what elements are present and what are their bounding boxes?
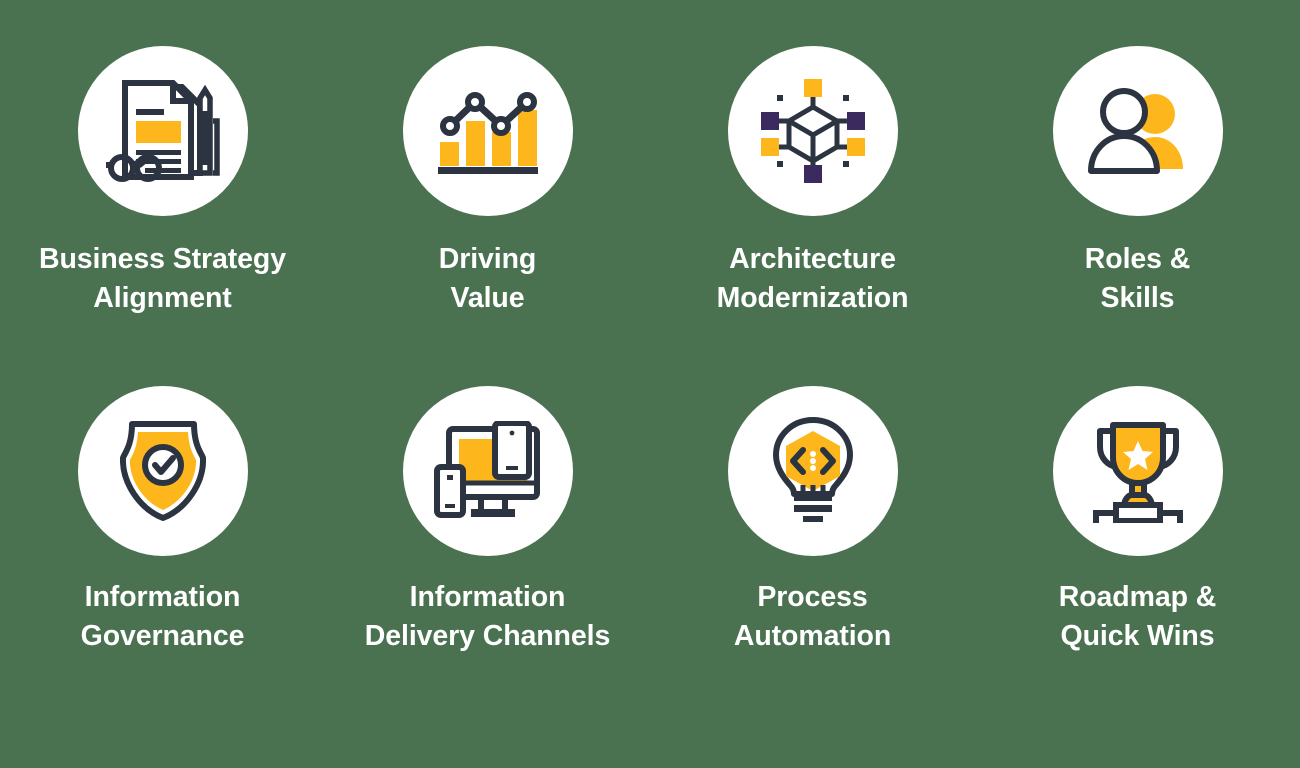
capability-card-roles-skills[interactable]: Roles & Skills	[975, 46, 1300, 386]
icon-circle	[77, 386, 248, 556]
icon-circle	[402, 386, 573, 556]
capability-card-process-automation[interactable]: Process Automation	[650, 386, 975, 726]
capability-label: Information Governance	[80, 581, 245, 652]
capability-label: Roadmap & Quick Wins	[1058, 581, 1217, 652]
icon-circle	[727, 46, 898, 216]
capability-card-roadmap-quick-wins[interactable]: Roadmap & Quick Wins	[975, 386, 1300, 726]
capability-label: Roles & Skills	[1084, 243, 1191, 314]
icon-circle	[402, 46, 573, 216]
icon-circle	[1052, 386, 1223, 556]
lightbulb-code-icon	[772, 417, 853, 522]
capability-card-information-delivery-channels[interactable]: Information Delivery Channels	[325, 386, 650, 726]
icon-circle	[77, 46, 248, 216]
capability-label: Business Strategy Alignment	[39, 243, 286, 314]
document-glasses-pen-icon	[105, 80, 220, 182]
icon-circle	[727, 386, 898, 556]
shield-check-icon	[119, 421, 206, 521]
capability-card-information-governance[interactable]: Information Governance	[0, 386, 325, 726]
network-cube-nodes-icon	[760, 79, 865, 183]
capability-card-business-strategy-alignment[interactable]: Business Strategy Alignment	[0, 46, 325, 386]
capability-label: Architecture Modernization	[716, 243, 909, 314]
capability-label: Information Delivery Channels	[364, 581, 611, 652]
trophy-star-podium-icon	[1092, 422, 1183, 523]
icon-circle	[1052, 46, 1223, 216]
capability-label: Process Automation	[733, 581, 892, 652]
capability-card-architecture-modernization[interactable]: Architecture Modernization	[650, 46, 975, 386]
bar-chart-line-graph-icon	[437, 92, 538, 174]
monitor-tablet-phone-icon	[433, 421, 540, 518]
two-people-icon	[1087, 88, 1183, 174]
capability-grid: Business Strategy Alignment	[0, 46, 1300, 726]
capability-label: Driving Value	[438, 243, 537, 314]
capability-card-driving-value[interactable]: Driving Value	[325, 46, 650, 386]
